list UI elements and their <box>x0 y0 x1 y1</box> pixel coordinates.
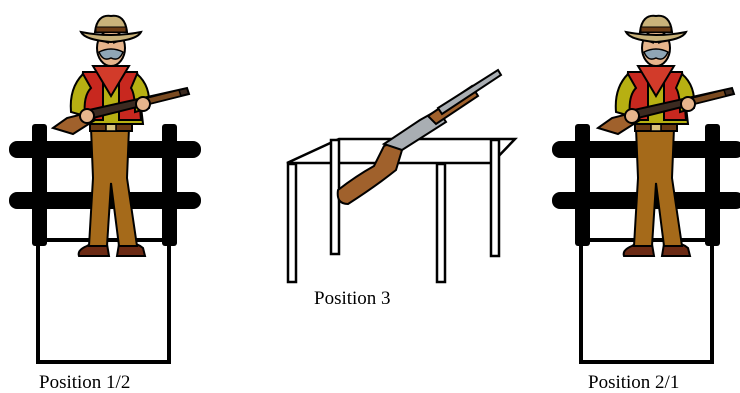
position-left: Position 1/2 <box>7 14 203 393</box>
position-center-label: Position 3 <box>314 288 391 309</box>
position-right-label: Position 2/1 <box>588 372 679 393</box>
position-left-label: Position 1/2 <box>39 372 130 393</box>
position-center: Position 3 <box>286 68 518 309</box>
rifle <box>336 68 503 206</box>
table <box>286 137 518 284</box>
position-right: Position 2/1 <box>550 14 740 393</box>
